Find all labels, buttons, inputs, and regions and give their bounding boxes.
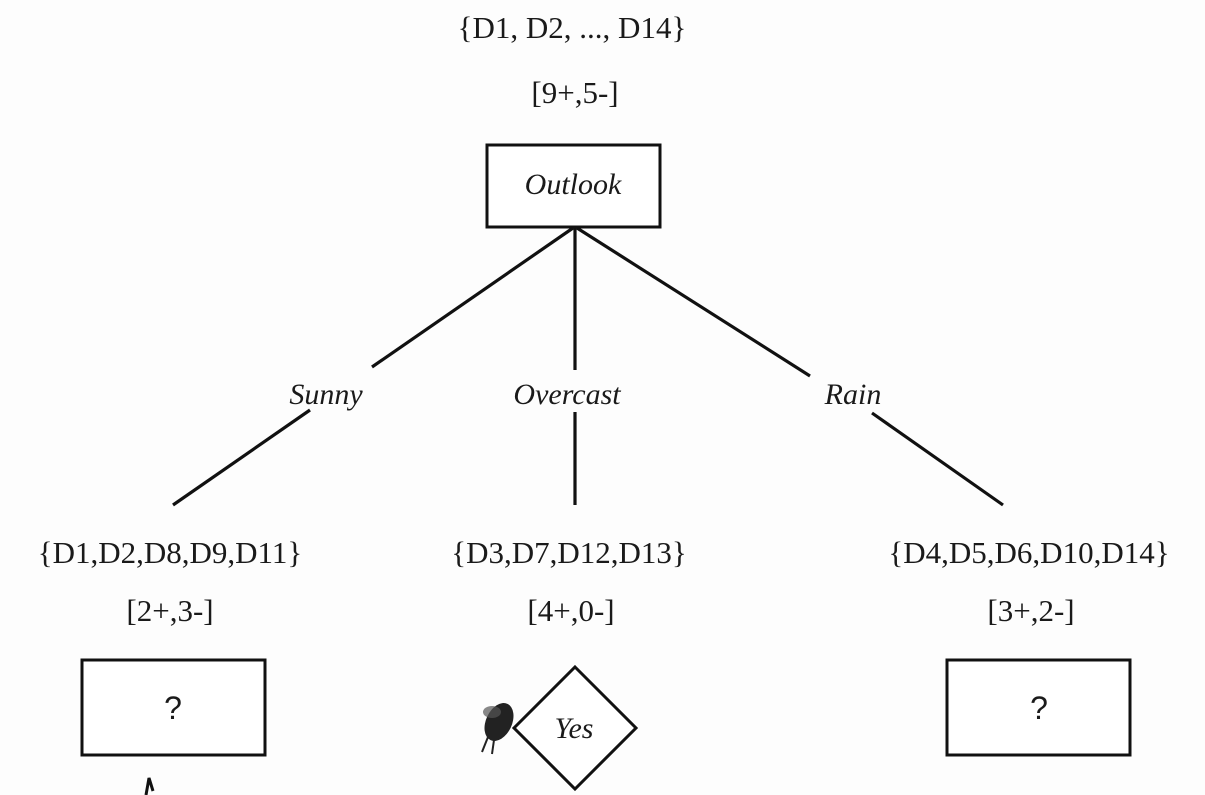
arrow-fragment-icon (144, 777, 155, 795)
rain-example-set: {D4,D5,D6,D10,D14} (888, 535, 1169, 570)
edge-sunny-lower (172, 408, 311, 507)
overcast-leaf-diamond (511, 664, 639, 792)
sunny-node-box (80, 658, 267, 757)
edge-label-overcast: Overcast (513, 378, 621, 411)
rain-class-counts: [3+,2-] (987, 593, 1074, 628)
overcast-class-counts: [4+,0-] (527, 593, 614, 628)
root-node-label: Outlook (525, 168, 622, 201)
sunny-example-set: {D1,D2,D8,D9,D11} (38, 535, 303, 570)
rain-node-label: ? (1030, 690, 1048, 726)
sunny-class-counts: [2+,3-] (126, 593, 213, 628)
rain-node-box (945, 658, 1132, 757)
overcast-example-set: {D3,D7,D12,D13} (451, 535, 687, 570)
root-example-set: {D1, D2, ..., D14} (458, 10, 687, 45)
edge-label-rain: Rain (824, 378, 882, 411)
edge-sunny-upper (371, 226, 574, 369)
sunny-node-label: ? (164, 690, 182, 726)
overcast-leaf-label: Yes (555, 712, 594, 745)
edge-rain-lower (871, 411, 1004, 507)
edge-label-sunny: Sunny (289, 378, 363, 411)
root-class-counts: [9+,5-] (531, 75, 618, 110)
fly-smudge-icon (481, 703, 514, 755)
root-node-box (485, 143, 662, 229)
edge-rain-upper (576, 226, 811, 378)
